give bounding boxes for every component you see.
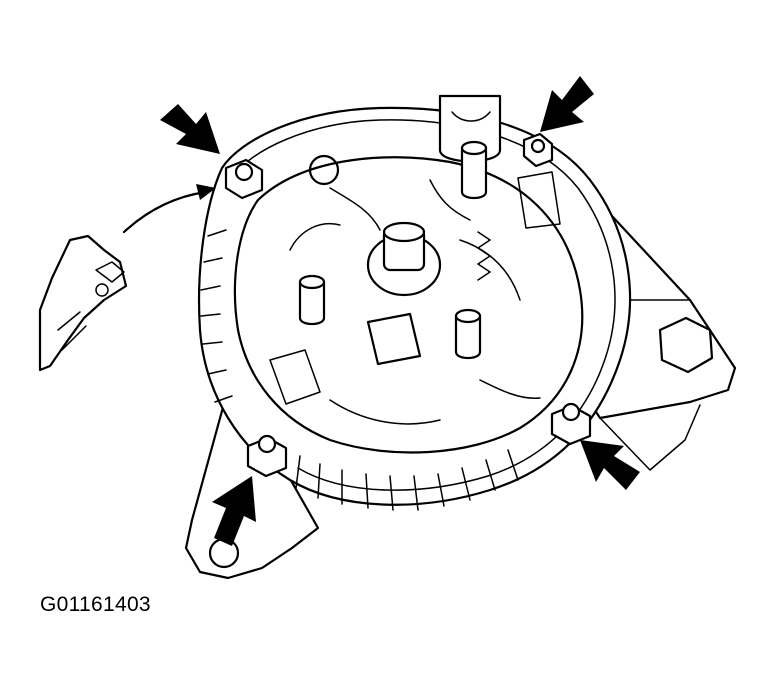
nut-bottom-left [246,434,288,478]
nut-top-right [522,132,554,168]
arrow-bottom-right-icon [580,440,640,490]
arrow-top-right-icon [540,76,594,132]
nut-bottom-right [550,402,592,446]
curved-arrow-icon [122,184,216,234]
alternator-internals [269,94,561,425]
arrow-bottom-left-icon [212,476,256,546]
figure-id-label: G01161403 [40,593,151,616]
arrow-top-left-icon [160,104,220,154]
nut-top-left [224,158,264,200]
nut-side-hex [658,316,714,374]
cover-plate-part [38,234,128,372]
